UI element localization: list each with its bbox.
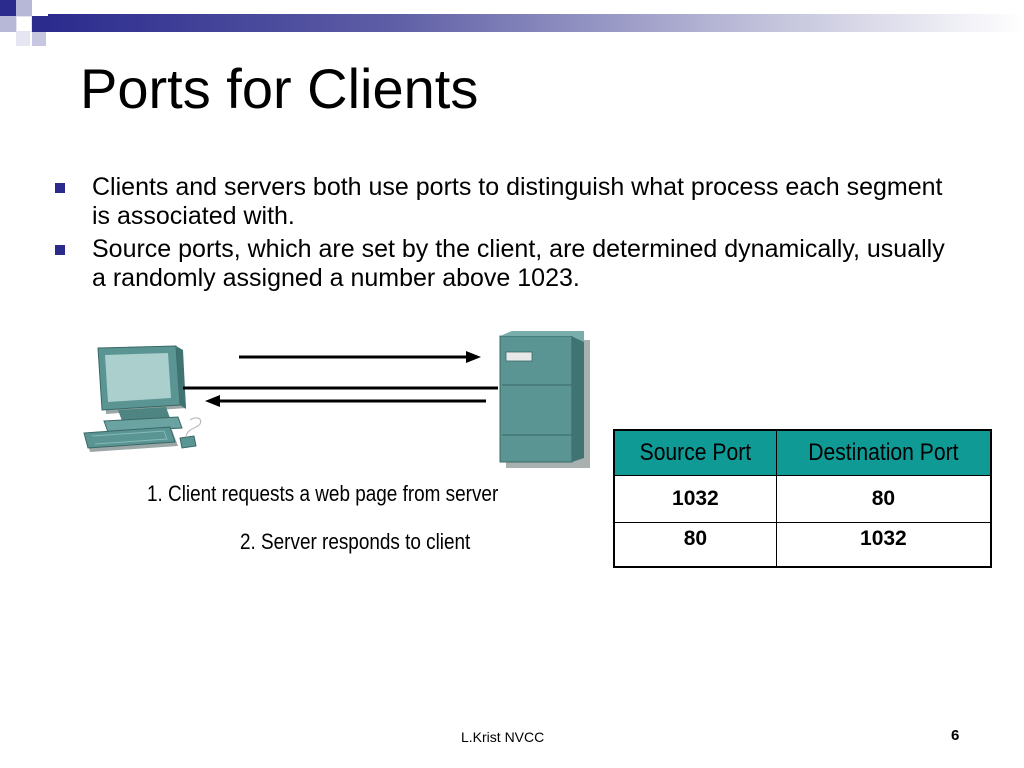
response-arrow-icon — [205, 395, 486, 407]
bullet-text: Source ports, which are set by the clien… — [92, 235, 945, 292]
bullet-item: Source ports, which are set by the clien… — [55, 235, 965, 293]
table-row: 1032 80 — [613, 475, 992, 523]
slide-title: Ports for Clients — [80, 57, 479, 120]
destination-port-cell: 1032 — [775, 522, 992, 568]
deco-square — [16, 16, 32, 32]
header-destination-port-label: Destination Port — [808, 439, 959, 466]
page-number: 6 — [951, 727, 960, 744]
header-source-port-label: Source Port — [639, 439, 752, 466]
client-computer-icon — [83, 345, 202, 452]
deco-square — [32, 32, 46, 46]
request-arrow-icon — [239, 351, 481, 363]
port-table: Source Port Destination Port 1032 80 80 … — [613, 429, 992, 568]
destination-port-cell: 80 — [775, 475, 992, 523]
request-caption: 1. Client requests a web page from serve… — [147, 481, 499, 506]
title-banner — [48, 14, 1024, 32]
deco-square — [32, 16, 48, 32]
deco-square — [0, 0, 16, 16]
source-port-cell: 80 — [613, 522, 777, 568]
bullet-text: Clients and servers both use ports to di… — [92, 173, 943, 230]
table-header-row: Source Port Destination Port — [613, 429, 992, 476]
footer-credit: L.Krist NVCC — [461, 729, 545, 745]
bullet-item: Clients and servers both use ports to di… — [55, 173, 965, 231]
table-row: 80 1032 — [613, 522, 992, 568]
deco-square — [16, 0, 32, 16]
corner-decoration — [0, 0, 64, 64]
deco-square — [0, 16, 16, 32]
header-destination-port: Destination Port — [775, 429, 992, 476]
server-icon — [499, 331, 590, 468]
square-bullet-icon — [55, 245, 65, 255]
response-caption: 2. Server responds to client — [240, 529, 471, 554]
header-source-port: Source Port — [613, 429, 777, 476]
deco-square — [16, 32, 30, 46]
source-port-cell: 1032 — [613, 475, 777, 523]
square-bullet-icon — [55, 183, 65, 193]
bullet-list: Clients and servers both use ports to di… — [55, 173, 965, 297]
